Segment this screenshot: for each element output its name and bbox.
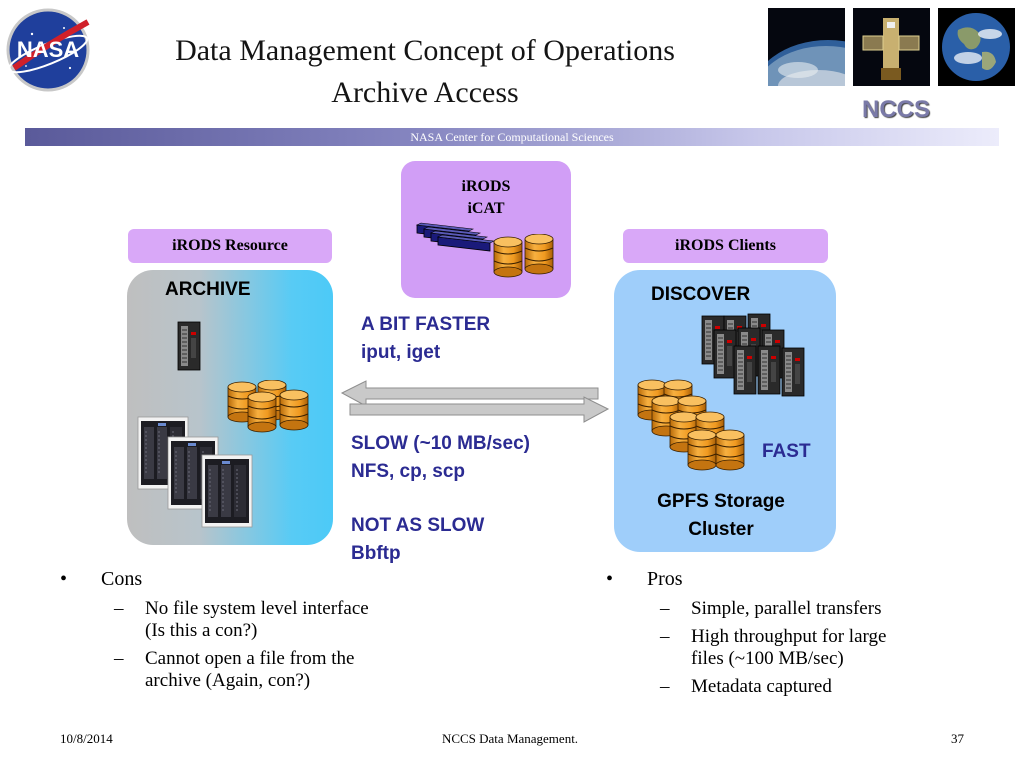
title-line-2: Archive Access bbox=[331, 76, 519, 109]
transfer-arrows bbox=[340, 380, 612, 429]
earth-globe-image bbox=[938, 8, 1015, 86]
tape-library-icon bbox=[136, 415, 258, 535]
blade-servers-icon bbox=[415, 222, 495, 261]
page-number: 37 bbox=[951, 731, 964, 746]
archive-label: ARCHIVE bbox=[165, 279, 251, 300]
footer-title: NCCS Data Management. bbox=[441, 731, 579, 746]
note-irods-transfer: A BIT FASTER iput, iget bbox=[361, 314, 491, 363]
left-arrow bbox=[340, 380, 599, 407]
list-item: No file system level interface (Is this … bbox=[55, 598, 475, 642]
cons-list: Cons No file system level interface (Is … bbox=[55, 566, 475, 692]
right-arrow bbox=[349, 396, 610, 423]
list-item: Cannot open a file from the archive (Aga… bbox=[55, 648, 475, 692]
server-icon bbox=[177, 320, 203, 377]
footer-date: 10/8/2014 bbox=[60, 731, 113, 746]
pros-list: Pros Simple, parallel transfers High thr… bbox=[601, 566, 981, 698]
database-icon bbox=[492, 233, 558, 285]
gpfs-cluster-label: GPFS Storage Cluster bbox=[657, 491, 785, 540]
cons-heading: Cons bbox=[55, 566, 475, 592]
nasa-logo: NASA bbox=[2, 4, 94, 96]
note-nfs-transfer: SLOW (~10 MB/sec) NFS, cp, scp bbox=[351, 433, 530, 482]
gpfs-disk-array-icon bbox=[636, 378, 748, 483]
irods-resource-tag: iRODS Resource bbox=[128, 229, 332, 263]
title-line-1: Data Management Concept of Operations bbox=[175, 34, 675, 67]
irods-clients-tag: iRODS Clients bbox=[623, 229, 828, 263]
org-banner: NASA Center for Computational Sciences bbox=[25, 128, 999, 146]
nccs-logo: NCCS bbox=[862, 96, 931, 123]
note-bbftp-transfer: NOT AS SLOW Bbftp bbox=[351, 515, 485, 564]
pros-heading: Pros bbox=[601, 566, 981, 592]
discover-label: DISCOVER bbox=[651, 284, 751, 305]
irods-icat-label: iRODS iCAT bbox=[461, 178, 511, 217]
list-item: High throughput for large files (~100 MB… bbox=[601, 626, 981, 670]
earth-horizon-image bbox=[768, 8, 845, 86]
slide-title: Data Management Concept of Operations Ar… bbox=[110, 30, 740, 114]
svg-text:NASA: NASA bbox=[17, 37, 79, 62]
space-station-image bbox=[853, 8, 930, 86]
list-item: Metadata captured bbox=[601, 676, 981, 698]
list-item: Simple, parallel transfers bbox=[601, 598, 981, 620]
fast-label: FAST bbox=[762, 441, 811, 462]
